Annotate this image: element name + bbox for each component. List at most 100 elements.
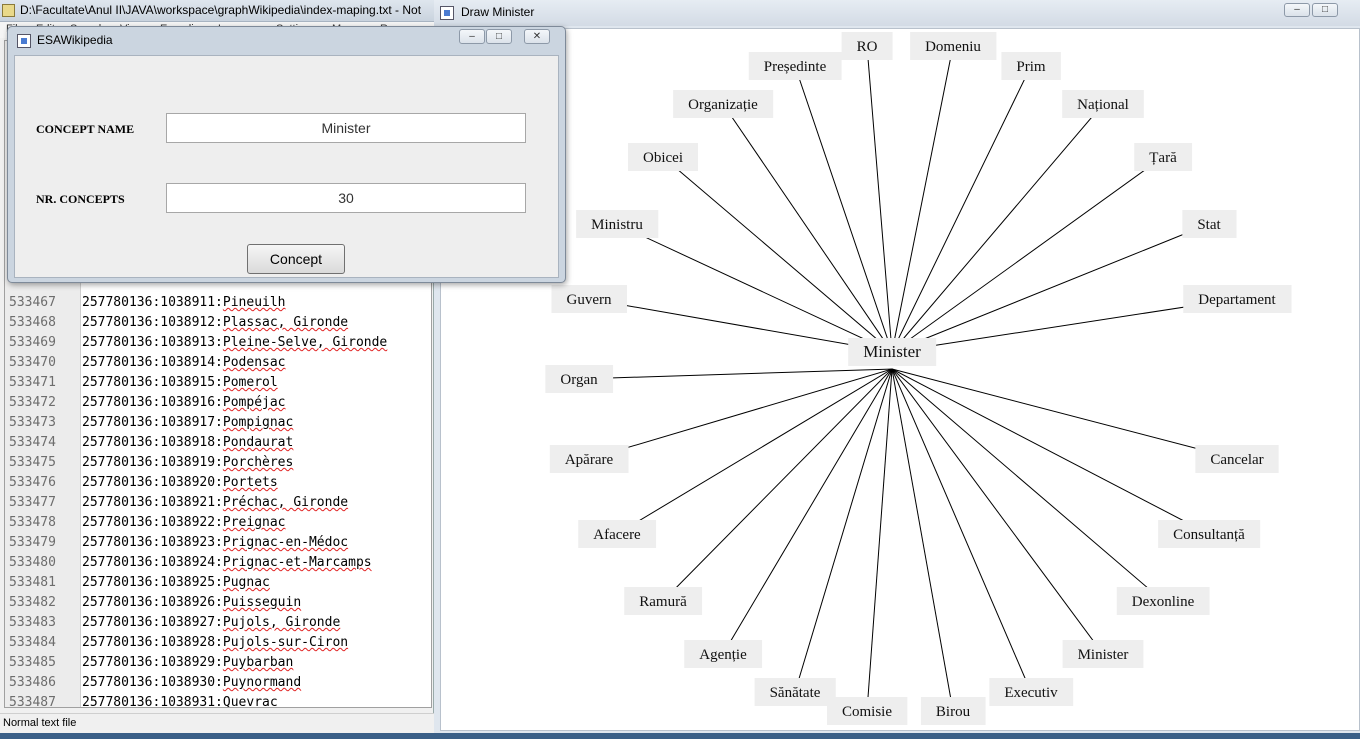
graph-node[interactable]: Birou <box>920 697 986 725</box>
node-box <box>628 143 698 171</box>
line-number: 533487 <box>9 695 56 708</box>
graph-node[interactable]: Afacere <box>578 520 657 548</box>
node-box <box>1158 520 1261 548</box>
line-prefix: 257780136:1038930: <box>82 675 223 690</box>
line-word: Porchères <box>222 455 294 470</box>
line-prefix: 257780136:1038931: <box>82 695 223 708</box>
node-box <box>1062 90 1144 118</box>
node-box <box>910 32 997 60</box>
line-number: 533467 <box>9 295 56 310</box>
node-label: Obicei <box>643 150 683 166</box>
dialog-titlebar[interactable]: ESAWikipedia – □ ✕ <box>8 27 565 53</box>
node-box <box>1182 210 1237 238</box>
graph-node[interactable]: Cancelar <box>1195 445 1279 473</box>
line-prefix: 257780136:1038920: <box>82 475 223 490</box>
line-word: Puisseguin <box>222 595 302 610</box>
graph-node[interactable]: Guvern <box>551 285 627 313</box>
graph-node[interactable]: Executiv <box>989 678 1074 706</box>
line-number: 533482 <box>9 595 56 610</box>
graph-node[interactable]: Național <box>1062 90 1144 118</box>
minimize-icon[interactable]: – <box>459 29 485 44</box>
concept-button[interactable]: Concept <box>247 244 345 274</box>
nr-concepts-input[interactable]: 30 <box>166 183 526 213</box>
line-number: 533470 <box>9 355 56 370</box>
node-box <box>549 445 629 473</box>
maximize-icon[interactable]: □ <box>486 29 512 44</box>
concept-name-input[interactable]: Minister <box>166 113 526 143</box>
status-text: Normal text file <box>3 717 77 729</box>
close-icon[interactable]: ✕ <box>524 29 550 44</box>
graph-node[interactable]: Comisie <box>826 697 908 725</box>
graph-node[interactable]: Consultanță <box>1158 520 1261 548</box>
node-label: Comisie <box>842 704 892 720</box>
graph-node[interactable]: Sănătate <box>754 678 836 706</box>
line-number: 533469 <box>9 335 56 350</box>
graph-node[interactable]: Organizație <box>673 90 774 118</box>
graph-node[interactable]: RO <box>841 32 893 60</box>
graph-node[interactable]: Țară <box>1134 143 1193 171</box>
graph-edge <box>616 368 893 535</box>
java-app-icon <box>17 34 31 48</box>
line-number: 533478 <box>9 515 56 530</box>
graph-node[interactable]: Dexonline <box>1116 587 1210 615</box>
text-line: 533477 257780136:1038921:Préchac, Gironde <box>5 493 431 513</box>
line-word: Portets <box>222 475 278 490</box>
concept-name-label: CONCEPT NAME <box>36 122 135 136</box>
node-label: Afacere <box>593 527 641 543</box>
notepad-app-icon <box>2 4 15 17</box>
graph-node[interactable]: Domeniu <box>910 32 997 60</box>
graph-center-node[interactable]: Minister <box>848 338 937 366</box>
line-prefix: 257780136:1038922: <box>82 515 223 530</box>
graph-node[interactable]: Obicei <box>628 143 698 171</box>
line-word: Préchac, Gironde <box>222 495 349 510</box>
line-prefix: 257780136:1038924: <box>82 555 223 570</box>
node-box <box>826 697 908 725</box>
minimize-icon[interactable]: – <box>1284 3 1310 17</box>
graph-node[interactable]: Președinte <box>748 52 842 80</box>
line-text: 257780136:1038923:Prignac-en-Médoc <box>82 535 348 550</box>
graph-edge <box>891 65 1032 353</box>
graph-node[interactable]: Departament <box>1183 285 1292 313</box>
node-label: Țară <box>1149 150 1177 166</box>
node-box <box>1062 640 1144 668</box>
graph-node[interactable]: Stat <box>1182 210 1237 238</box>
graph-node[interactable]: Agenție <box>684 640 763 668</box>
graph-node[interactable]: Organ <box>545 365 614 393</box>
graph-node[interactable]: Minister <box>1062 640 1144 668</box>
line-text: 257780136:1038921:Préchac, Gironde <box>82 495 348 510</box>
graph-edge <box>891 223 1210 353</box>
node-label: Consultanță <box>1173 527 1245 543</box>
draw-window-titlebar[interactable]: Draw Minister – □ <box>434 0 1360 26</box>
graph-node[interactable]: Apărare <box>549 445 629 473</box>
line-number: 533477 <box>9 495 56 510</box>
line-text: 257780136:1038928:Pujols-sur-Ciron <box>82 635 348 650</box>
line-word: Pineuilh <box>222 295 286 310</box>
node-box <box>545 365 614 393</box>
esawikipedia-dialog: ESAWikipedia – □ ✕ CONCEPT NAME Minister… <box>7 26 566 283</box>
graph-edge <box>866 45 893 353</box>
line-prefix: 257780136:1038917: <box>82 415 223 430</box>
graph-node[interactable]: Ministru <box>576 210 659 238</box>
line-prefix: 257780136:1038918: <box>82 435 223 450</box>
graph-node[interactable]: Prim <box>1001 52 1061 80</box>
node-box <box>1001 52 1061 80</box>
node-box <box>1195 445 1279 473</box>
node-box <box>748 52 842 80</box>
line-prefix: 257780136:1038911: <box>82 295 223 310</box>
node-label: Sănătate <box>770 685 821 701</box>
line-number: 533481 <box>9 575 56 590</box>
line-number: 533480 <box>9 555 56 570</box>
graph-edge <box>794 65 893 353</box>
line-number: 533485 <box>9 655 56 670</box>
maximize-icon[interactable]: □ <box>1312 3 1338 17</box>
notepad-titlebar[interactable]: D:\Facultate\Anul II\JAVA\workspace\grap… <box>0 0 434 22</box>
graph-node[interactable]: Ramură <box>624 587 703 615</box>
concept-graph: RO DomeniuPrimNaționalȚarăStatDepartament… <box>545 32 1292 725</box>
